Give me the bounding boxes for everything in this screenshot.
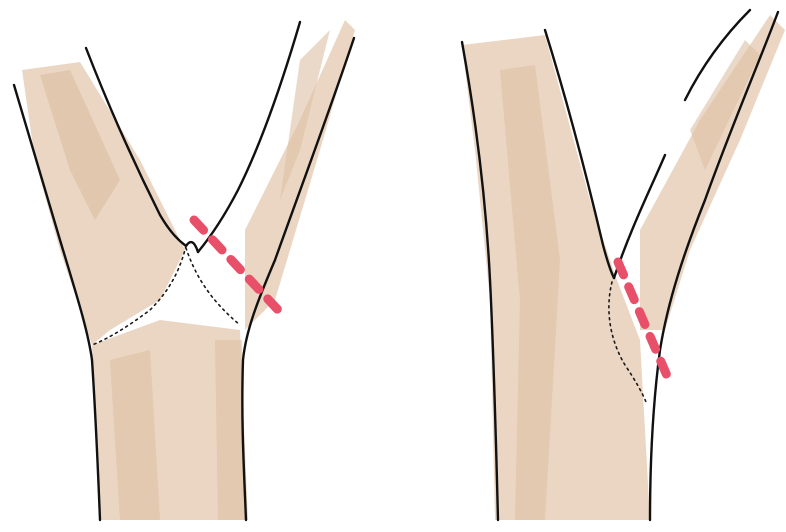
left-fork-crotch: [186, 242, 198, 252]
left-fork-bark-fill: [22, 20, 355, 520]
left-fork-figure: [14, 20, 355, 520]
right-fork-figure: [462, 10, 785, 520]
